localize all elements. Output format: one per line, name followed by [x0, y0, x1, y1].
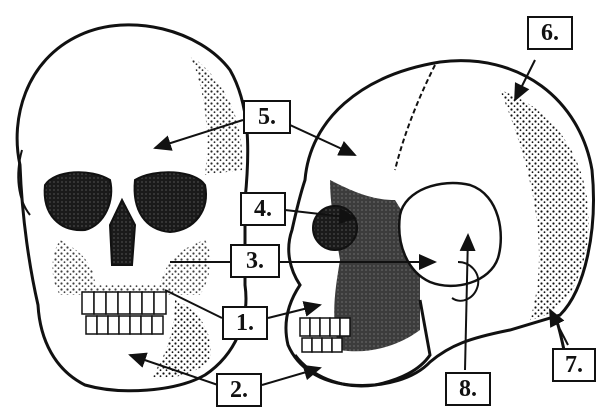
- lateral-orbit: [313, 206, 357, 250]
- lateral-skull: [286, 61, 594, 386]
- lateral-upper-teeth: [300, 318, 350, 336]
- temporal-region: [399, 183, 501, 286]
- label-6: 6.: [527, 16, 573, 50]
- lateral-lower-teeth: [302, 338, 342, 352]
- label-1: 1.: [222, 306, 268, 340]
- label-3: 3.: [230, 244, 280, 278]
- front-skull: [17, 25, 248, 391]
- label-4: 4.: [240, 192, 286, 226]
- label-2: 2.: [216, 373, 262, 407]
- label-8: 8.: [445, 372, 491, 406]
- label-5: 5.: [243, 100, 291, 134]
- front-lower-teeth: [86, 316, 163, 334]
- leader-2-lateral: [262, 368, 320, 385]
- front-upper-teeth: [82, 292, 166, 314]
- label-7: 7.: [552, 348, 596, 382]
